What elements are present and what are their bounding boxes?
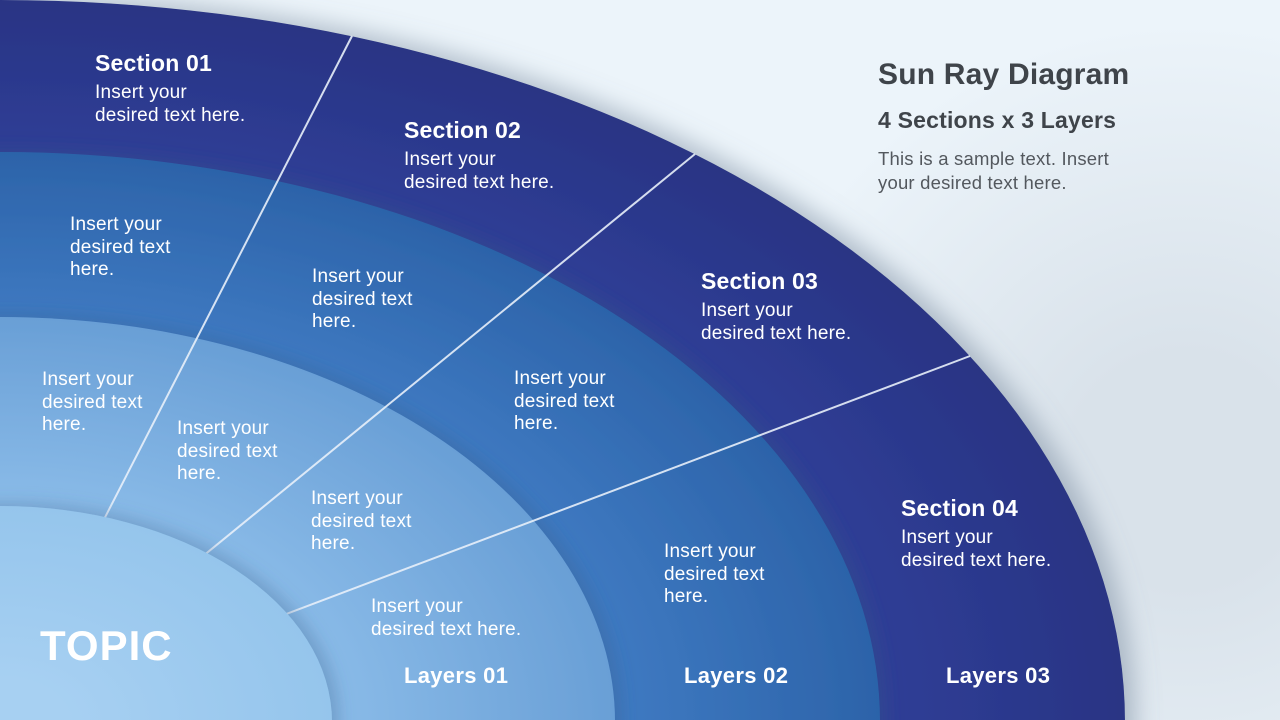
section-02-title: Section 02 xyxy=(404,117,522,143)
layer1-text-2: Insert your desired text here. xyxy=(177,418,278,484)
layer2-text-3: Insert your desired text here. xyxy=(514,368,615,434)
header-block: Sun Ray Diagram 4 Sections x 3 Layers Th… xyxy=(878,58,1208,194)
section-04-block: Section 04 Insert your desired text here… xyxy=(901,495,1051,572)
page-subtitle: 4 Sections x 3 Layers xyxy=(878,107,1117,133)
layer1-text-1: Insert your desired text here. xyxy=(42,369,143,435)
section-01-block: Section 01 Insert your desired text here… xyxy=(95,50,245,127)
layer1-text-4: Insert your desired text here. xyxy=(371,596,522,640)
layers-03-label: Layers 03 xyxy=(946,663,1051,688)
layer1-text-3: Insert your desired text here. xyxy=(311,488,412,554)
section-04-title: Section 04 xyxy=(901,495,1019,521)
page-title: Sun Ray Diagram xyxy=(878,58,1130,91)
section-01-title: Section 01 xyxy=(95,50,213,76)
layer2-text-4: Insert your desired text here. xyxy=(664,541,765,607)
page-description: This is a sample text. Insert your desir… xyxy=(878,148,1109,193)
section-03-title: Section 03 xyxy=(701,268,819,294)
layers-02-label: Layers 02 xyxy=(684,663,789,688)
layers-01-label: Layers 01 xyxy=(404,663,509,688)
layer2-text-1: Insert your desired text here. xyxy=(70,214,171,280)
section-02-block: Section 02 Insert your desired text here… xyxy=(404,117,554,194)
topic-label: TOPIC xyxy=(40,622,173,669)
section-03-body: Insert your desired text here. xyxy=(701,300,852,344)
section-02-body: Insert your desired text here. xyxy=(404,149,555,193)
layer2-text-2: Insert your desired text here. xyxy=(312,266,413,332)
section-04-body: Insert your desired text here. xyxy=(901,527,1052,571)
section-01-body: Insert your desired text here. xyxy=(95,82,246,126)
section-03-block: Section 03 Insert your desired text here… xyxy=(701,268,851,345)
topic-circle xyxy=(0,506,332,720)
